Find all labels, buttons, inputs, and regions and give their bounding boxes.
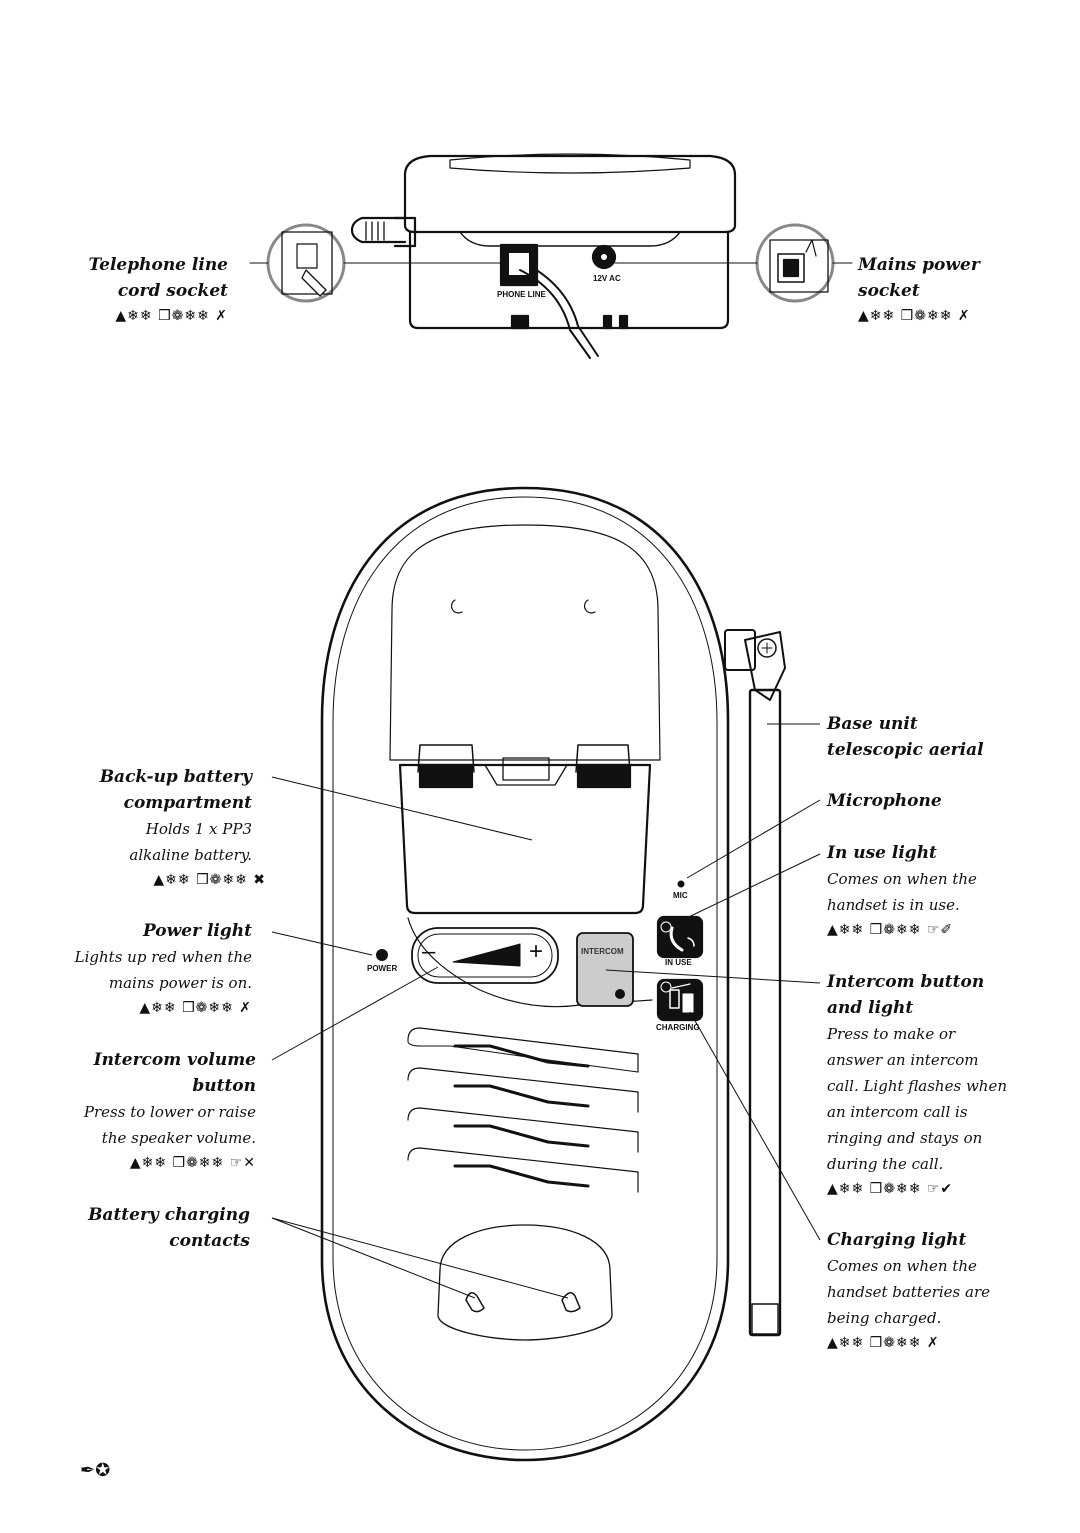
intercom-button-desc-2: answer an intercom: [827, 1051, 979, 1069]
rear-view: [249, 153, 853, 359]
power-light-desc-2: mains power is on.: [108, 974, 252, 992]
charging-light-title: Charging light: [827, 1230, 967, 1250]
charging-light-desc-1: Comes on when the: [827, 1257, 977, 1275]
mains-socket-title-1: Mains power: [858, 255, 980, 275]
charging-light-desc-3: being charged.: [827, 1309, 942, 1327]
in-use-light-desc-2: handset is in use.: [827, 896, 960, 914]
intercom-button-title-1: Intercom button: [827, 972, 985, 992]
in-use-light-desc-1: Comes on when the: [827, 870, 977, 888]
leader-intercom-volume: [271, 966, 439, 1061]
telephone-socket-title-2: cord socket: [117, 281, 228, 301]
charging-panel-label: CHARGING: [656, 1023, 700, 1032]
leader-microphone: [686, 799, 821, 879]
intercom-volume-callout: Intercom volume button Press to lower or…: [0, 1047, 256, 1175]
in-use-light-ref: ▲❄❄ ❒❁❄❄ ☞✐: [827, 922, 954, 938]
in-use-panel-label: IN USE: [665, 958, 692, 967]
intercom-button-desc-4: an intercom call is: [827, 1103, 968, 1121]
intercom-button-title-2: and light: [827, 998, 914, 1018]
mains-socket-callout: Mains power socket ▲❄❄ ❒❁❄❄ ✗: [858, 252, 1068, 328]
aerial-title-1: Base unit: [827, 714, 918, 734]
intercom-panel-label: INTERCOM: [581, 947, 624, 956]
front-view: [320, 486, 786, 1462]
intercom-volume-title-2: button: [192, 1076, 256, 1096]
intercom-volume-desc-1: Press to lower or raise: [83, 1103, 256, 1121]
charging-contacts-title-2: contacts: [169, 1231, 250, 1251]
intercom-volume-desc-2: the speaker volume.: [101, 1129, 256, 1147]
backup-battery-desc-1: Holds 1 x PP3: [145, 820, 252, 838]
backup-battery-title-2: compartment: [123, 793, 252, 813]
leader-backup-battery: [271, 776, 533, 841]
intercom-volume-title-1: Intercom volume: [93, 1050, 256, 1070]
microphone-title: Microphone: [827, 791, 942, 811]
leader-in-use-light: [671, 853, 821, 926]
mains-socket-title-2: socket: [858, 281, 920, 301]
intercom-button-desc-1: Press to make or: [827, 1025, 956, 1043]
power-light-title: Power light: [142, 921, 252, 941]
backup-battery-title-1: Back-up battery: [99, 767, 252, 787]
in-use-light-title: In use light: [827, 843, 937, 863]
intercom-button-desc-6: during the call.: [827, 1155, 944, 1173]
backup-battery-desc-2: alkaline battery.: [129, 846, 252, 864]
callout-lines: [271, 723, 821, 1299]
telephone-socket-ref: ▲❄❄ ❒❁❄❄ ✗: [115, 308, 228, 324]
mic-panel-label: MIC: [673, 891, 688, 900]
power-panel-label: POWER: [367, 964, 398, 973]
intercom-button-desc-5: ringing and stays on: [827, 1129, 983, 1147]
charging-light-desc-2: handset batteries are: [827, 1283, 991, 1301]
charging-contacts-callout: Battery charging contacts: [0, 1202, 250, 1254]
power-in-label: 12V AC: [593, 274, 621, 283]
aerial-title-2: telescopic aerial: [827, 740, 984, 760]
volume-minus-label: –: [422, 938, 436, 965]
charging-contacts-title-1: Battery charging: [88, 1205, 250, 1225]
telephone-socket-callout: Telephone line cord socket ▲❄❄ ❒❁❄❄ ✗: [0, 252, 228, 328]
in-use-light-callout: In use light Comes on when the handset i…: [827, 840, 1072, 942]
power-light-ref: ▲❄❄ ❒❁❄❄ ✗: [139, 1000, 252, 1016]
charging-light-callout: Charging light Comes on when the handset…: [827, 1227, 1072, 1355]
intercom-button-callout: Intercom button and light Press to make …: [827, 969, 1072, 1201]
intercom-button-ref: ▲❄❄ ❒❁❄❄ ☞✔: [827, 1181, 954, 1197]
leader-contacts-2: [271, 1217, 569, 1299]
charging-light-ref: ▲❄❄ ❒❁❄❄ ✗: [827, 1335, 940, 1351]
leader-contacts-1: [271, 1217, 476, 1299]
phone-line-label: PHONE LINE: [497, 290, 546, 299]
leader-intercom-button: [605, 969, 821, 984]
backup-battery-callout: Back-up battery compartment Holds 1 x PP…: [0, 764, 265, 892]
backup-battery-ref: ▲❄❄ ❒❁❄❄ ✖: [153, 872, 266, 888]
intercom-volume-ref: ▲❄❄ ❒❁❄❄ ☞✕: [129, 1155, 256, 1171]
power-light-desc-1: Lights up red when the: [74, 948, 252, 966]
mains-socket-ref: ▲❄❄ ❒❁❄❄ ✗: [858, 308, 971, 324]
leader-charging-light: [689, 1011, 821, 1241]
telephone-socket-title-1: Telephone line: [88, 255, 228, 275]
microphone-callout: Microphone: [827, 788, 1072, 814]
leader-power-light: [271, 931, 373, 956]
volume-plus-label: +: [529, 938, 544, 965]
intercom-button-desc-3: call. Light flashes when: [827, 1077, 1007, 1095]
power-light-callout: Power light Lights up red when the mains…: [0, 918, 252, 1020]
aerial-callout: Base unit telescopic aerial: [827, 711, 1072, 763]
page-number: ✒✪: [80, 1460, 111, 1481]
